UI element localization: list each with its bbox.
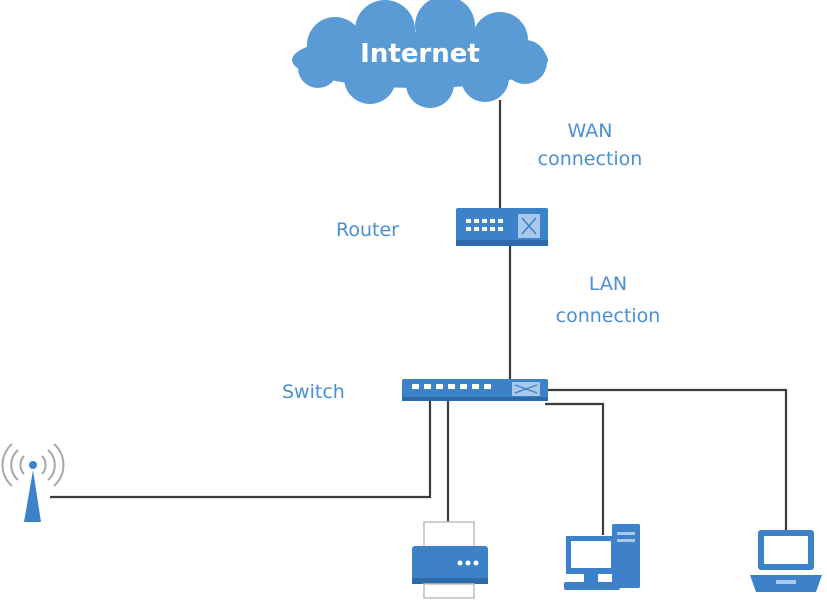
desktop-link	[545, 402, 605, 535]
laptop-link	[548, 388, 788, 530]
cloud-icon: Internet	[292, 0, 548, 108]
laptop-icon	[750, 530, 822, 592]
access-point-icon	[1, 443, 65, 522]
switch-icon	[402, 379, 548, 401]
router-icon	[456, 208, 548, 246]
wan-label-line2: connection	[538, 148, 643, 170]
internet-label: Internet	[360, 39, 480, 69]
wan-label-line1: WAN	[568, 120, 613, 142]
printer-icon	[412, 521, 488, 599]
wan-label: WAN connection	[538, 120, 643, 170]
connection-lines	[50, 100, 788, 538]
switch-label: Switch	[282, 381, 345, 403]
lan-label: LAN connection	[556, 273, 661, 327]
ap-link	[50, 400, 432, 499]
router-label: Router	[336, 219, 399, 241]
lan-label-line1: LAN	[589, 273, 627, 295]
lan-label-line2: connection	[556, 305, 661, 327]
desktop-computer-icon	[564, 524, 640, 590]
